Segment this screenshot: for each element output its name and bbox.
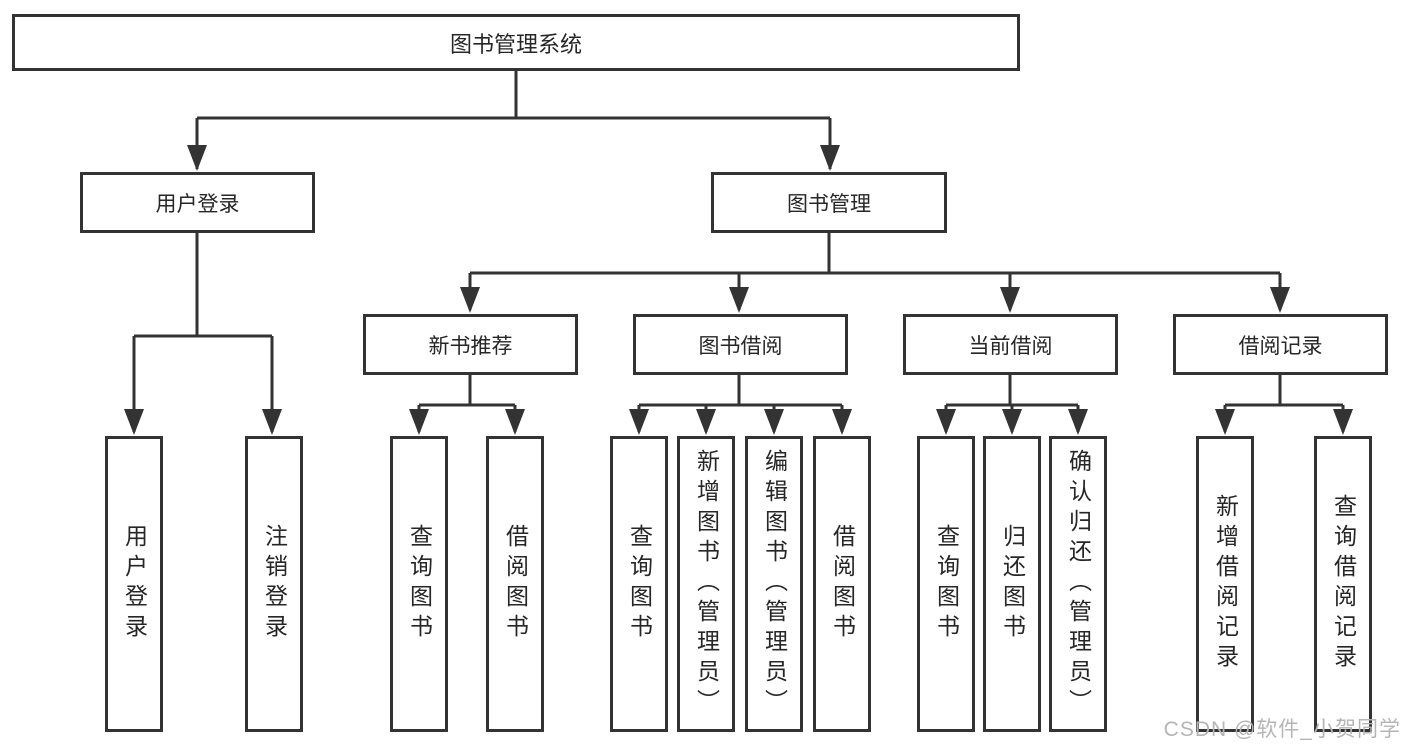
arrowhead [124,409,144,435]
connector-borrowing-records [1223,375,1345,432]
leaf-bb-borrow-books: 借阅图书 [813,436,871,732]
leaf-nbr-borrow-books: 借阅图书 [486,436,544,732]
arrowhead [262,409,282,435]
leaf-bb-query-books: 查询图书 [610,436,668,732]
arrowhead [832,409,852,435]
arrowhead [1333,409,1353,435]
node-user-login: 用户登录 [80,172,315,233]
leaf-cb-query-books: 查询图书 [917,436,975,732]
connector-book-management [468,233,1282,310]
connector-user-login [132,233,274,432]
arrowhead [820,145,840,171]
arrowhead [409,409,429,435]
node-current-borrowing: 当前借阅 [903,314,1118,375]
node-new-book-recommendation: 新书推荐 [363,314,578,375]
node-library-management-system: 图书管理系统 [12,14,1020,71]
arrowhead [1000,287,1020,313]
leaf-br-query-record: 查询借阅记录 [1314,436,1372,732]
leaf-nbr-query-books: 查询图书 [390,436,448,732]
connector-book-borrowing [637,375,844,432]
node-book-borrowing: 图书借阅 [633,314,848,375]
arrowhead [729,287,749,313]
leaf-user-login: 用户登录 [105,436,163,732]
arrowhead [1215,409,1235,435]
arrowhead [460,287,480,313]
arrowhead [505,409,525,435]
leaf-bb-add-books-admin: 新增图书（管理员） [677,436,735,732]
connector-root [195,70,832,169]
leaf-cb-return-books: 归还图书 [983,436,1041,732]
arrowhead [187,145,207,171]
connector-new-book-rec [417,375,517,432]
arrowhead [696,409,716,435]
arrowhead [1002,409,1022,435]
leaf-br-add-record: 新增借阅记录 [1196,436,1254,732]
leaf-logout: 注销登录 [245,436,303,732]
arrowhead [1270,287,1290,313]
watermark: CSDN @软件_小贺同学 [1163,718,1401,741]
arrowhead [764,409,784,435]
arrowhead [629,409,649,435]
node-borrowing-records: 借阅记录 [1173,314,1388,375]
leaf-bb-edit-books-admin: 编辑图书（管理员） [745,436,803,732]
arrowhead [1068,409,1088,435]
arrowhead [936,409,956,435]
leaf-cb-confirm-return-admin: 确认归还（管理员） [1049,436,1107,732]
node-book-management: 图书管理 [711,172,947,233]
